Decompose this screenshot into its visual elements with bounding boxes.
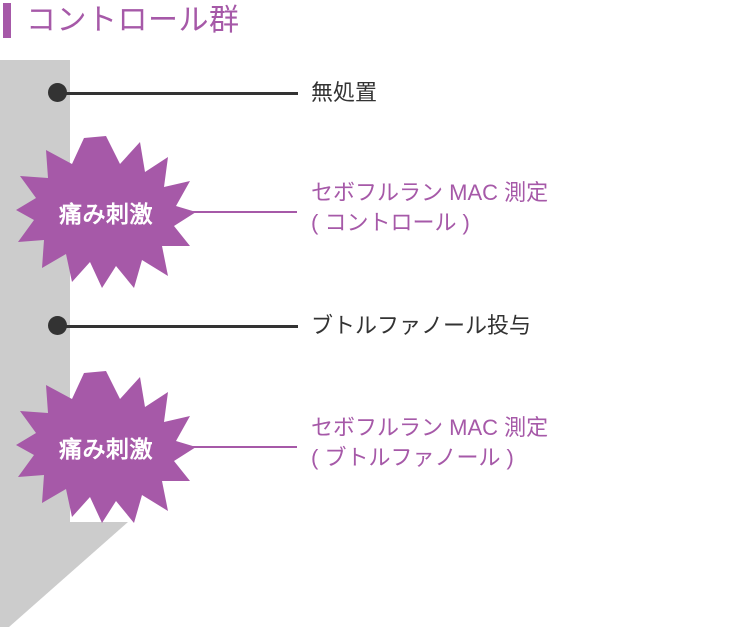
page-title-text: コントロール群 xyxy=(26,4,240,37)
event-label-mac-butorphanol-line1: セボフルラン MAC 測定 xyxy=(311,415,549,440)
connector-line-untreated xyxy=(58,92,298,95)
connector-line-mac-butorphanol xyxy=(185,446,297,448)
connector-line-butorphanol xyxy=(58,325,298,328)
event-label-mac-control-line2: ( コントロール ) xyxy=(311,210,470,235)
event-label-butorphanol: ブトルファノール投与 xyxy=(311,313,532,338)
event-label-untreated: 無処置 xyxy=(311,80,378,105)
starburst-icon: 痛み刺激 xyxy=(16,136,196,288)
page-title: コントロール群 xyxy=(0,0,520,46)
filled-circle-icon xyxy=(48,83,67,102)
connector-line-mac-control xyxy=(185,211,297,213)
event-label-mac-butorphanol-line2: ( ブトルファノール ) xyxy=(311,445,514,470)
event-label-mac-control-line1: セボフルラン MAC 測定 xyxy=(311,180,549,205)
starburst-icon: 痛み刺激 xyxy=(16,371,196,523)
filled-circle-icon xyxy=(48,316,67,335)
title-accent-bar xyxy=(3,3,11,38)
